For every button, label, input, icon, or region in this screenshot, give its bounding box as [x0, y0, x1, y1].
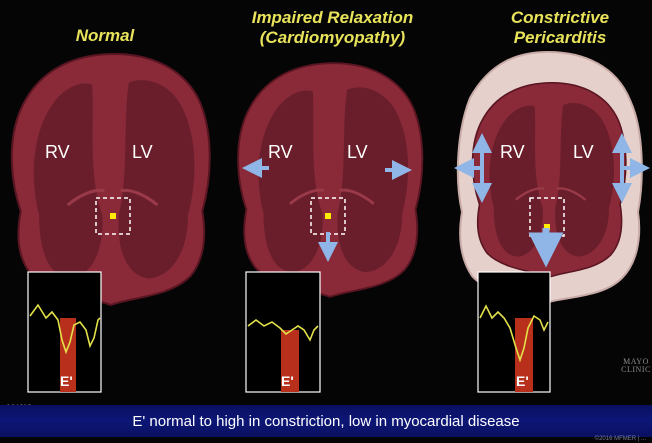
title-line: Normal — [75, 26, 135, 45]
heart-normal: RV LV — [10, 52, 212, 307]
sample-volume-marker — [544, 224, 550, 230]
e-wave-bar — [515, 318, 533, 392]
title-line: Pericarditis — [513, 28, 607, 47]
doppler-tracing-normal: E' — [27, 271, 102, 393]
e-prime-label: E' — [60, 373, 73, 389]
caption-bar: E' normal to high in constriction, low i… — [0, 405, 652, 437]
title-line: Constrictive — [510, 8, 610, 27]
e-prime-label: E' — [281, 373, 294, 389]
sample-volume-box — [95, 197, 131, 235]
velocity-trace — [29, 303, 101, 355]
watermark-line: CLINIC — [621, 365, 651, 374]
e-wave-bar — [281, 330, 299, 392]
lv-label-constrictive: LV — [573, 142, 594, 162]
velocity-trace — [479, 304, 549, 363]
velocity-trace — [247, 319, 319, 342]
heart-shape-impaired — [236, 61, 424, 299]
lv-label-normal: LV — [132, 142, 153, 162]
sample-volume-marker — [325, 213, 331, 219]
title-impaired-relaxation: Impaired Relaxation (Cardiomyopathy) — [225, 8, 440, 48]
title-line: Impaired Relaxation — [251, 8, 414, 27]
watermark-line: MAYO — [623, 357, 649, 366]
rv-label-constrictive: RV — [500, 142, 525, 162]
rv-label-impaired: RV — [268, 142, 293, 162]
caption-text: E' normal to high in constriction, low i… — [132, 413, 520, 430]
title-constrictive-pericarditis: Constrictive Pericarditis — [480, 8, 640, 48]
sample-volume-marker — [110, 213, 116, 219]
mayo-clinic-watermark: MAYO CLINIC — [620, 358, 652, 374]
tracing-frame — [477, 271, 551, 393]
title-line: (Cardiomyopathy) — [259, 28, 406, 47]
heart-constrictive: RV LV — [454, 50, 650, 304]
doppler-tracing-constrictive: E' — [477, 271, 551, 393]
rv-label-normal: RV — [45, 142, 70, 162]
title-normal: Normal — [40, 26, 170, 46]
sample-volume-box — [529, 197, 565, 237]
copyright-note: ©2016 MFMER | ... — [594, 436, 646, 442]
doppler-tracing-impaired: E' — [245, 271, 321, 393]
lv-label-impaired: LV — [347, 142, 368, 162]
heart-impaired-relaxation: RV LV — [236, 61, 424, 299]
e-prime-label: E' — [516, 373, 529, 389]
heart-shape-normal — [10, 52, 212, 307]
